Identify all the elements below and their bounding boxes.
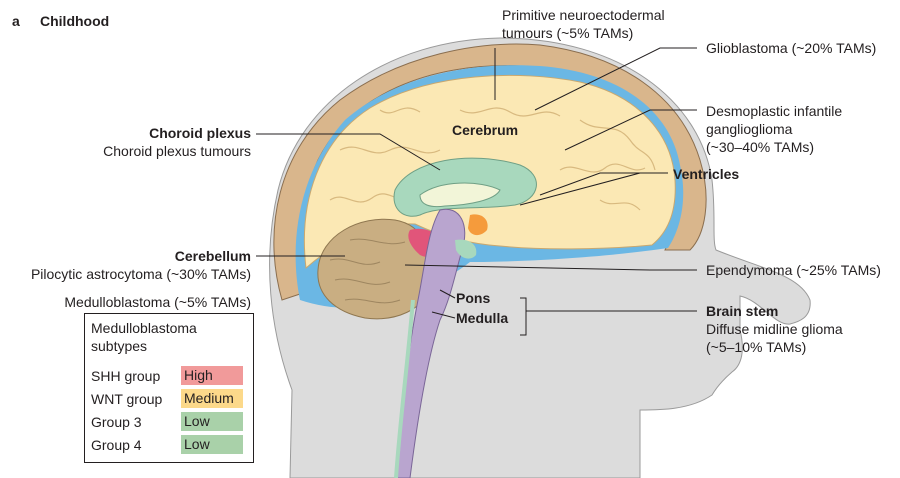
legend-level-wnt: Medium [181, 389, 243, 408]
legend-group-4: Group 4 [91, 437, 142, 453]
panel-title: Childhood [40, 13, 109, 29]
legend-group-wnt: WNT group [91, 391, 162, 407]
legend-level-group-4: Low [181, 435, 243, 454]
dmg-label-2: (~5–10% TAMs) [706, 339, 806, 355]
brain-stem-label: Brain stem [706, 303, 778, 319]
legend-title-1: Medulloblastoma [91, 320, 197, 337]
cerebellum-label: Cerebellum [175, 248, 251, 264]
choroid-plexus-label: Choroid plexus [149, 125, 251, 141]
panel-letter: a [12, 13, 20, 29]
pnet-label-2: tumours (~5% TAMs) [502, 25, 633, 41]
choroid-plexus-tumours-label: Choroid plexus tumours [103, 143, 251, 159]
dig-label-2: ganglioglioma [706, 121, 793, 137]
pnet-label-1: Primitive neuroectodermal [502, 7, 665, 23]
legend-level-group-3: Low [181, 412, 243, 431]
ependymoma-label: Ependymoma (~25% TAMs) [706, 262, 881, 278]
medulla-label: Medulla [456, 310, 508, 326]
pilocytic-label: Pilocytic astrocytoma (~30% TAMs) [31, 266, 251, 282]
glioblastoma-label: Glioblastoma (~20% TAMs) [706, 40, 876, 56]
pons-label: Pons [456, 290, 490, 306]
dig-label-3: (~30–40% TAMs) [706, 139, 814, 155]
legend-title-2: subtypes [91, 338, 147, 355]
legend-group-shh: SHH group [91, 368, 160, 384]
cerebrum-label: Cerebrum [452, 122, 518, 138]
medulloblastoma-subtypes-legend: Medulloblastoma subtypes SHH group High … [84, 313, 254, 463]
ventricles-label: Ventricles [673, 166, 739, 182]
medulloblastoma-label: Medulloblastoma (~5% TAMs) [64, 294, 251, 310]
legend-level-shh: High [181, 366, 243, 385]
legend-group-3: Group 3 [91, 414, 142, 430]
dmg-label-1: Diffuse midline glioma [706, 321, 843, 337]
dig-label-1: Desmoplastic infantile [706, 103, 842, 119]
